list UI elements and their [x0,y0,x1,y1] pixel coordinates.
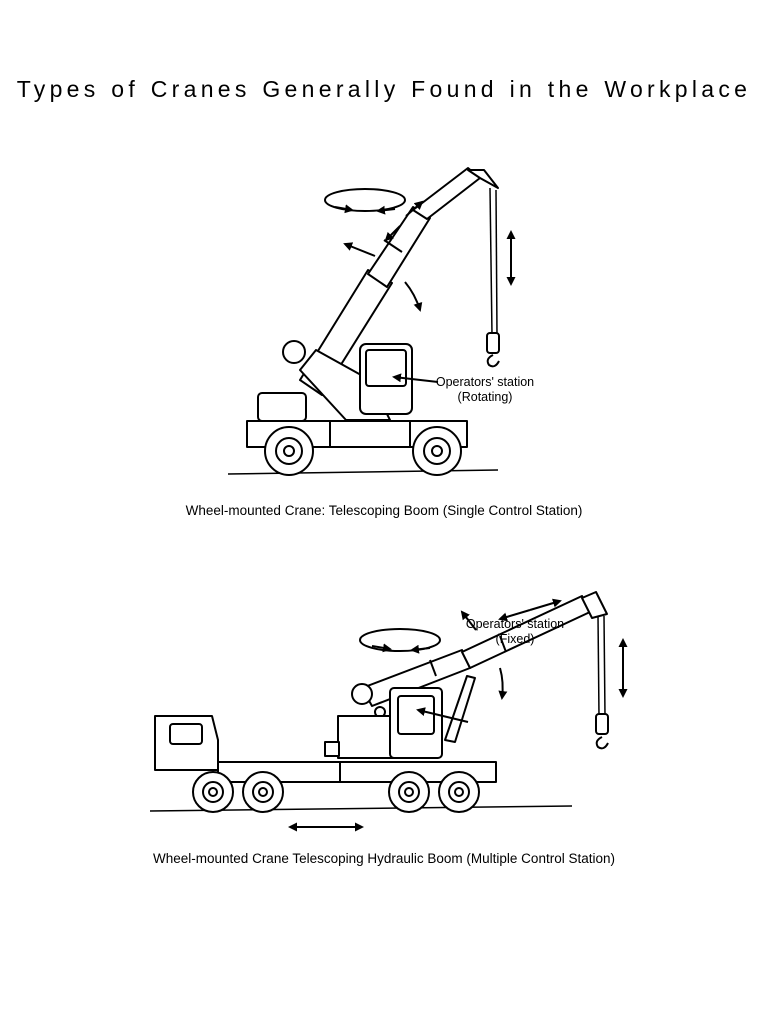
crane-2-truck-cab [154,715,219,771]
label-2-line1: Operators' station [465,617,565,631]
figure-2-caption: Wheel-mounted Crane Telescoping Hydrauli… [153,851,615,866]
crane-1-motion-arrows [324,188,516,383]
crane-1-operator-cab [299,343,413,421]
swing-ellipse-2 [359,628,441,652]
crane-2-hook [595,615,609,750]
label-1-line1: Operators' station [435,375,535,389]
crane-2-wheel-2 [242,771,284,813]
swing-ellipse-1 [324,188,406,212]
page-title: Types of Cranes Generally Found in the W… [16,76,752,102]
crane-1-drawing [227,167,500,476]
label-1-line2: (Rotating) [457,390,513,404]
crane-2-cylinder [444,675,476,743]
crane-2-wheel-3 [388,771,430,813]
crane-2-motion-arrows [288,598,628,832]
crane-1-hook [486,187,500,368]
crane-2-wheel-1 [192,771,234,813]
crane-1-wheel-rear [412,426,462,476]
label-2-line2: (Fixed) [495,632,535,646]
crane-2-upper-works [324,687,443,759]
crane-2-wheel-4 [438,771,480,813]
crane-2-drawing [149,591,609,813]
figure-1-caption: Wheel-mounted Crane: Telescoping Boom (S… [185,503,583,518]
crane-1-wheel-front [264,426,314,476]
operators-station-rotating-label: Operators' station (Rotating) [430,375,540,405]
operators-station-fixed-label: Operators' station (Fixed) [460,617,570,647]
